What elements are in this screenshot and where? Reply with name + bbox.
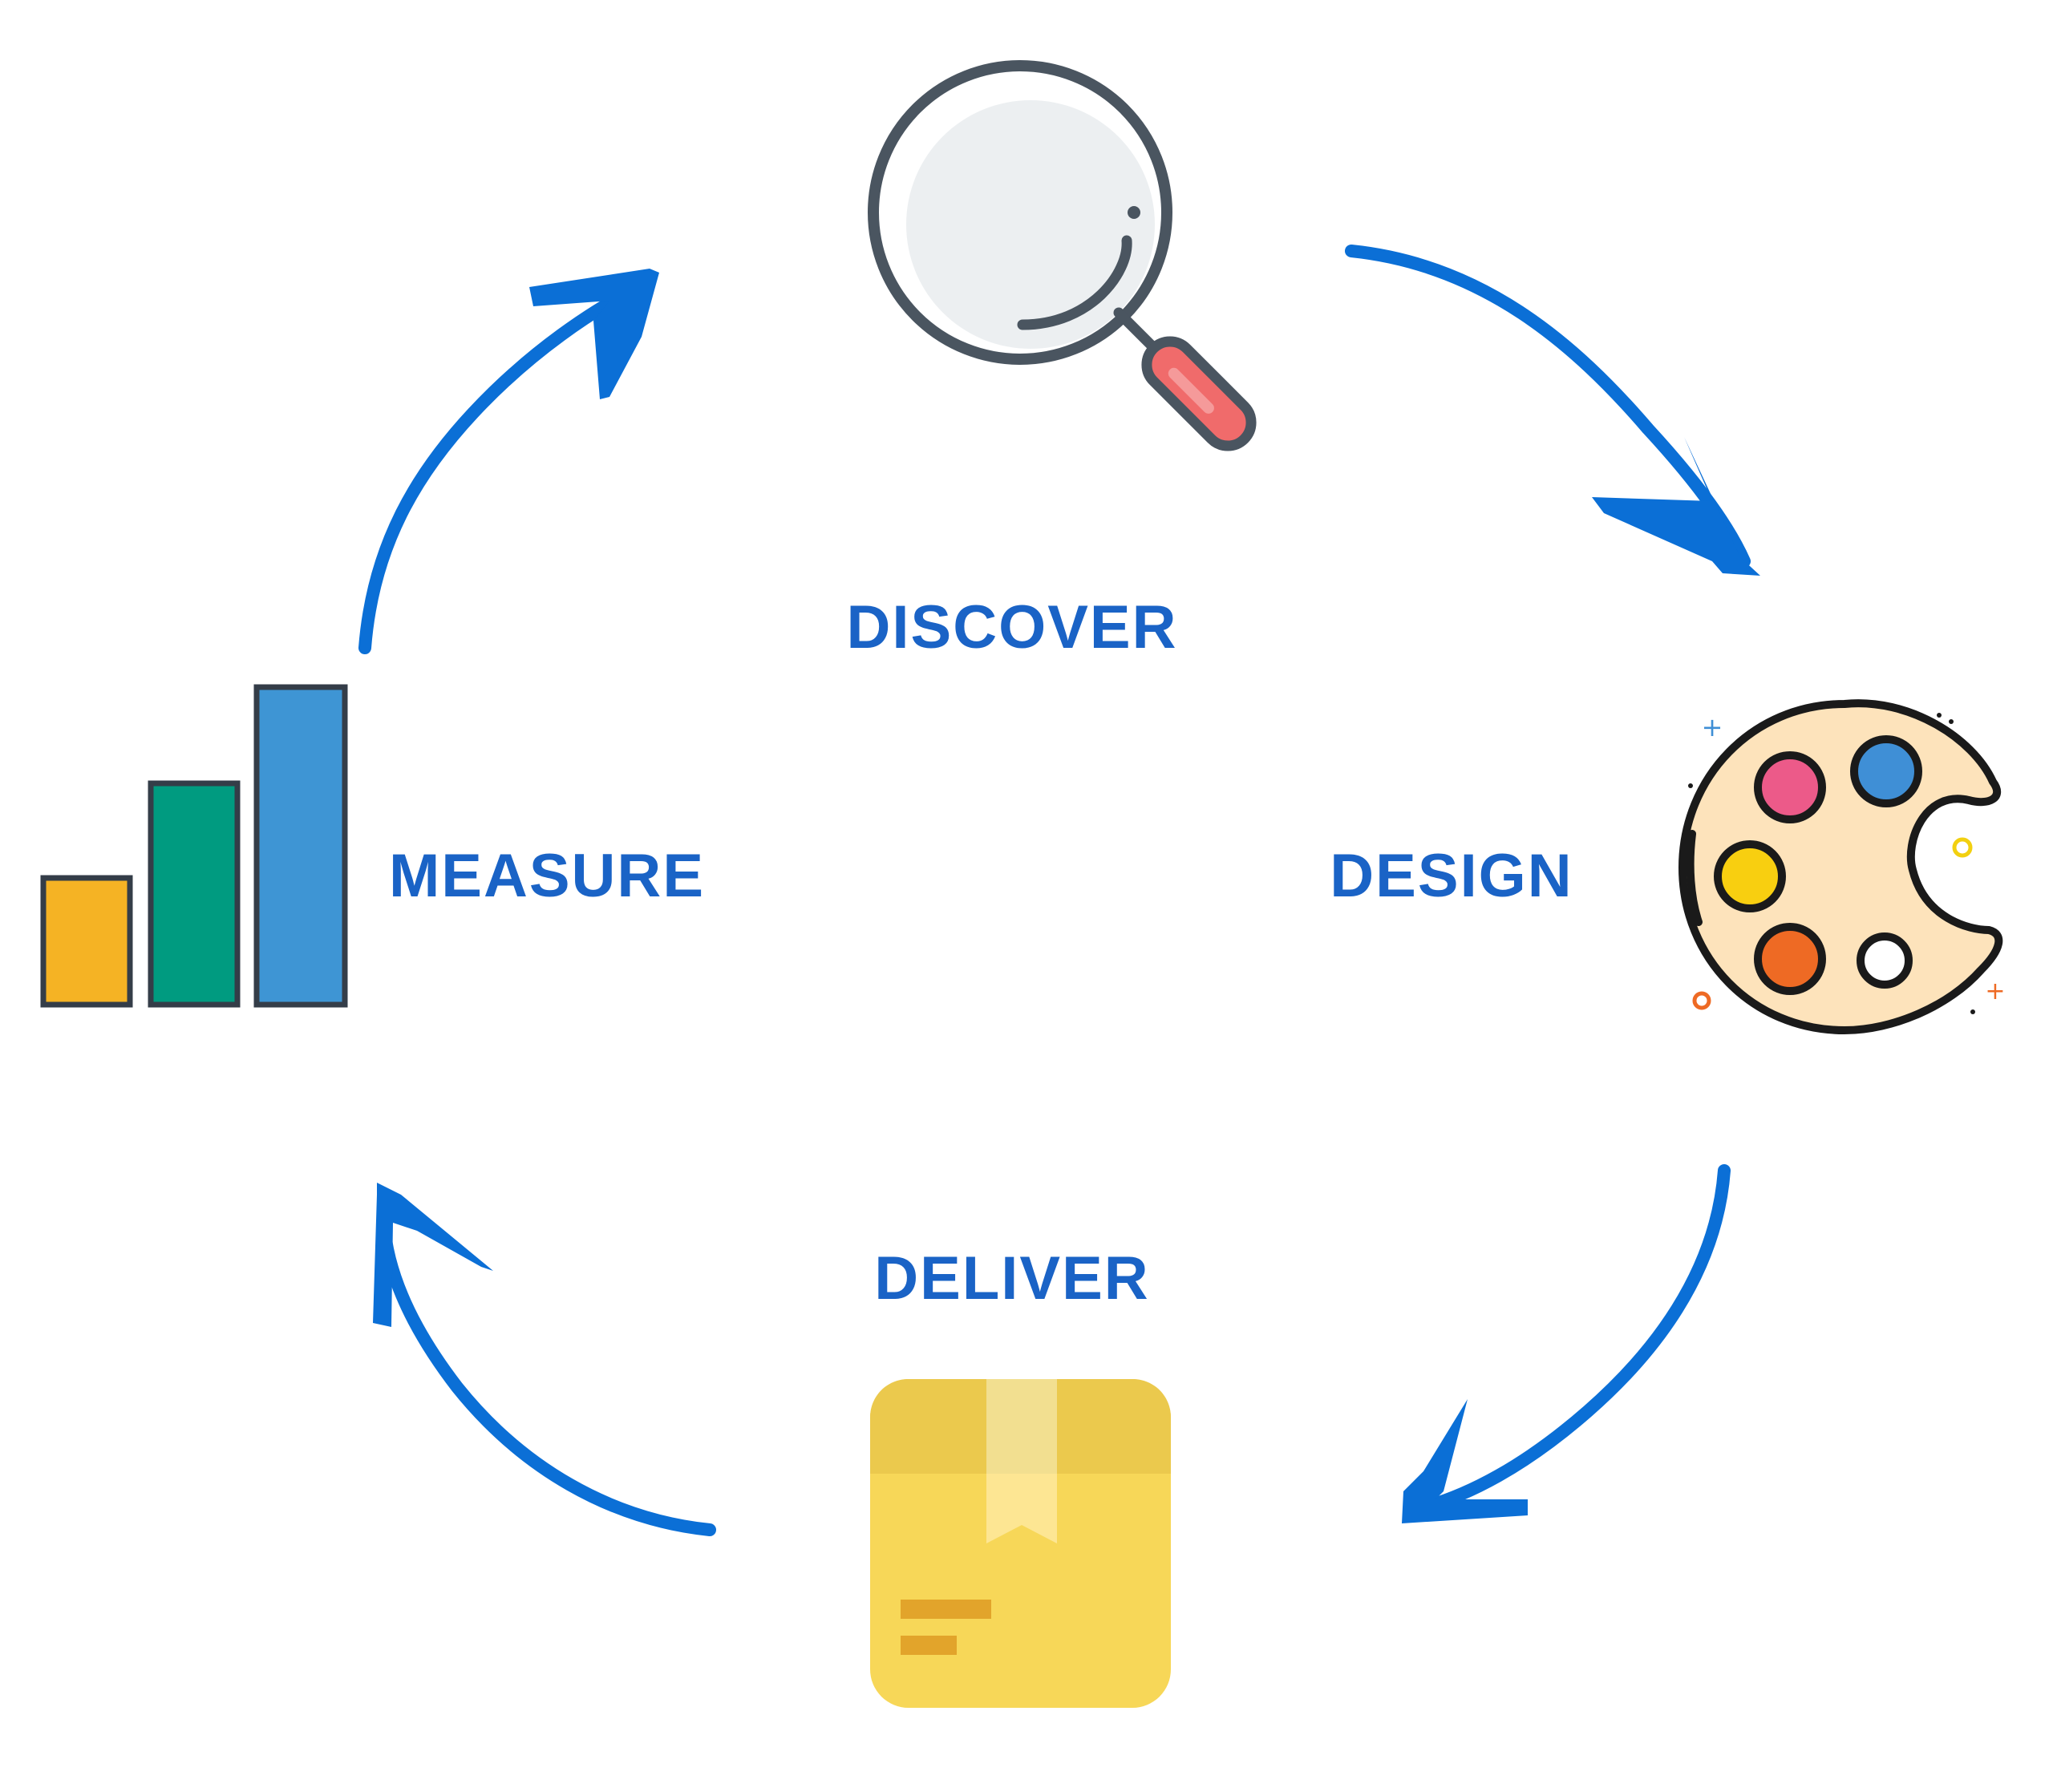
svg-text:+: + [1702,712,1723,742]
bar-chart-icon [40,684,348,1008]
discover-label: DISCOVER [847,593,1178,661]
measure-label: MEASURE [389,842,705,910]
package-box-icon [870,1379,1171,1708]
arrow-measure-to-discover [358,269,659,654]
arrow-deliver-to-measure [373,1183,716,1536]
svg-text:+: + [1985,977,2005,1005]
arrow-discover-to-design [1345,245,1760,576]
design-label: DESIGN [1330,842,1573,910]
magnifying-glass-icon [868,60,1257,451]
paint-palette-icon: + + [1678,699,2006,1034]
arrow-design-to-deliver [1402,1164,1731,1523]
deliver-label: DELIVER [874,1244,1149,1313]
